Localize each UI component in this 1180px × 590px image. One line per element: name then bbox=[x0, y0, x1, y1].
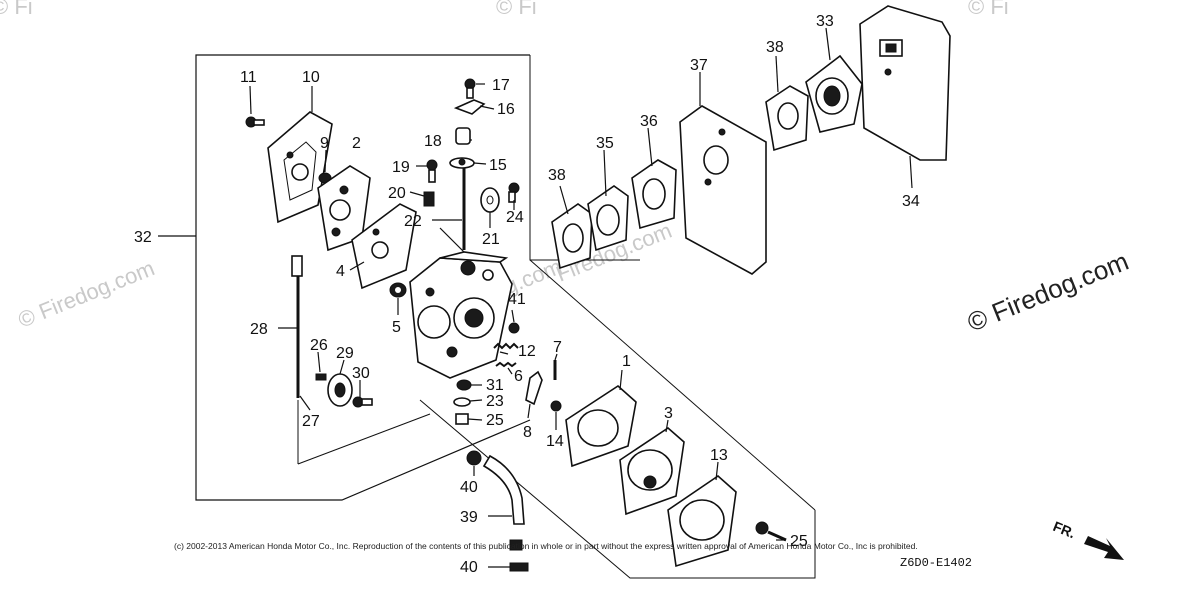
part-14 bbox=[550, 400, 562, 412]
part-35-gasket bbox=[587, 185, 629, 252]
callout-21: 21 bbox=[482, 231, 500, 248]
part-1-diaphragm bbox=[565, 384, 637, 468]
part-26 bbox=[315, 373, 327, 381]
callout-26: 26 bbox=[310, 337, 328, 354]
part-29 bbox=[327, 373, 353, 407]
callout-31: 31 bbox=[486, 377, 504, 394]
group-bracket-32 bbox=[158, 54, 531, 501]
callout-2: 2 bbox=[352, 135, 361, 152]
callout-29: 29 bbox=[336, 345, 354, 362]
callout-22: 22 bbox=[404, 213, 422, 230]
callout-6: 6 bbox=[514, 368, 523, 385]
callout-labels: 1 2 3 4 5 6 7 8 9 10 11 12 13 14 15 16 1… bbox=[134, 13, 920, 576]
part-23 bbox=[453, 397, 471, 407]
callout-19: 19 bbox=[392, 159, 410, 176]
part-17-screw bbox=[464, 78, 476, 99]
callout-13: 13 bbox=[710, 447, 728, 464]
callout-38-right: 38 bbox=[766, 39, 784, 56]
callout-38-left: 38 bbox=[548, 167, 566, 184]
part-15 bbox=[449, 157, 475, 169]
callout-10: 10 bbox=[302, 69, 320, 86]
part-22-shaft bbox=[439, 168, 466, 253]
callout-35: 35 bbox=[596, 135, 614, 152]
part-31 bbox=[456, 379, 472, 391]
leader-envelope bbox=[297, 55, 816, 579]
part-8 bbox=[525, 370, 543, 406]
direction-label: FR. bbox=[1051, 518, 1078, 541]
callout-20: 20 bbox=[388, 185, 406, 202]
watermark-topcenter: © Fi bbox=[496, 0, 537, 19]
callout-34: 34 bbox=[902, 193, 920, 210]
part-38-gasket-right bbox=[765, 85, 809, 152]
part-40-upper bbox=[466, 450, 482, 466]
part-16 bbox=[453, 99, 486, 115]
part-41 bbox=[508, 322, 520, 334]
callout-25: 25 bbox=[486, 412, 504, 429]
part-25-screw bbox=[755, 521, 787, 542]
part-6 bbox=[495, 361, 517, 368]
leader-lines bbox=[249, 27, 913, 568]
callout-5: 5 bbox=[392, 319, 401, 336]
callout-14: 14 bbox=[546, 433, 564, 450]
callout-40-upper: 40 bbox=[460, 479, 478, 496]
callout-9: 9 bbox=[320, 135, 329, 152]
callout-3: 3 bbox=[664, 405, 673, 422]
part-28-rod bbox=[291, 255, 303, 398]
callout-39: 39 bbox=[460, 509, 478, 526]
part-20 bbox=[423, 191, 435, 207]
part-30 bbox=[352, 396, 373, 408]
part-3-diaphragm bbox=[619, 426, 685, 516]
callout-23: 23 bbox=[486, 393, 504, 410]
callout-36: 36 bbox=[640, 113, 658, 130]
part-39-hose bbox=[482, 454, 525, 525]
part-38-gasket-left bbox=[551, 203, 593, 270]
part-18 bbox=[455, 127, 471, 145]
callout-1: 1 bbox=[622, 353, 631, 370]
part-5 bbox=[389, 282, 407, 298]
part-25-lower bbox=[455, 413, 469, 425]
watermark-topleft: © Fi bbox=[0, 0, 33, 19]
carburetor-body bbox=[409, 251, 513, 379]
part-21 bbox=[480, 187, 500, 213]
part-13-cover bbox=[667, 474, 737, 568]
copyright-text: (c) 2002-2013 American Honda Motor Co., … bbox=[174, 541, 918, 551]
callout-25-right: 25 bbox=[790, 533, 808, 550]
part-33-adapter bbox=[805, 54, 863, 133]
callout-4: 4 bbox=[336, 263, 345, 280]
part-24 bbox=[508, 182, 520, 203]
callout-18: 18 bbox=[424, 133, 442, 150]
part-11-screw bbox=[245, 116, 265, 128]
part-12-spring bbox=[493, 342, 519, 350]
part-34-cover bbox=[859, 5, 951, 161]
part-19 bbox=[426, 159, 438, 183]
callout-33: 33 bbox=[816, 13, 834, 30]
watermark-topright: © Fi bbox=[968, 0, 1009, 19]
callout-11: 11 bbox=[240, 69, 257, 86]
callout-24: 24 bbox=[506, 209, 524, 226]
part-10-plate bbox=[267, 111, 333, 224]
front-direction-arrow: FR. bbox=[1051, 518, 1124, 560]
callout-15: 15 bbox=[489, 157, 507, 174]
callout-37: 37 bbox=[690, 57, 708, 74]
diagram-code: Z6D0-E1402 bbox=[900, 556, 972, 570]
callout-7: 7 bbox=[553, 339, 562, 356]
watermark-main: © Firedog.com bbox=[963, 246, 1133, 338]
callout-30: 30 bbox=[352, 365, 370, 382]
part-37-plate bbox=[679, 105, 767, 275]
callout-40-lower: 40 bbox=[460, 559, 478, 576]
callout-28: 28 bbox=[250, 321, 268, 338]
callout-16: 16 bbox=[497, 101, 515, 118]
callout-12: 12 bbox=[518, 343, 536, 360]
callout-8: 8 bbox=[523, 424, 532, 441]
part-2-plate bbox=[317, 165, 371, 252]
callout-41: 41 bbox=[508, 291, 526, 308]
part-4-gasket bbox=[351, 203, 417, 290]
callout-27: 27 bbox=[302, 413, 320, 430]
part-36-gasket bbox=[631, 159, 677, 230]
callout-32: 32 bbox=[134, 229, 152, 246]
watermark-left: © Firedog.com bbox=[15, 255, 158, 332]
callout-17: 17 bbox=[492, 77, 510, 94]
